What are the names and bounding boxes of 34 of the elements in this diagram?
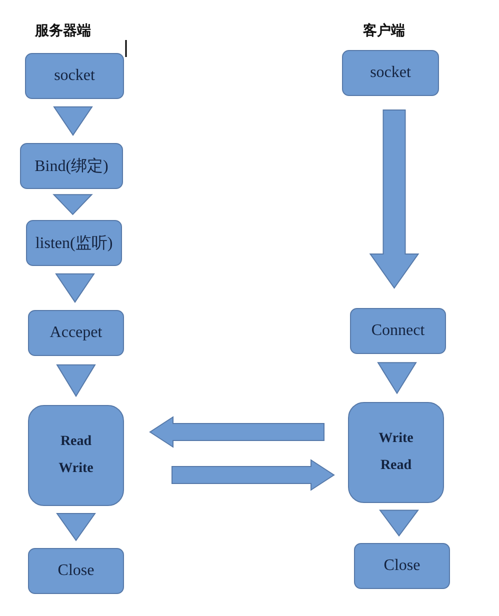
- arrow: [55, 273, 95, 303]
- column-heading: 服务器端: [35, 22, 91, 40]
- process-box: [28, 310, 124, 356]
- box-label: Write: [378, 431, 414, 448]
- box-label: socket: [370, 64, 411, 82]
- box-label: Bind(绑定): [34, 156, 108, 176]
- process-box: [28, 548, 124, 594]
- arrow: [52, 194, 93, 216]
- process-box: [342, 50, 439, 96]
- box-label: Read: [380, 458, 412, 474]
- arrow: [53, 106, 93, 136]
- block-arrow: [369, 110, 420, 289]
- box-label: Close: [58, 562, 94, 580]
- process-box: [354, 543, 450, 589]
- block-arrow: [172, 459, 335, 491]
- box-label: Write: [58, 460, 94, 477]
- process-box: [25, 53, 124, 99]
- box-label: Close: [384, 557, 420, 575]
- process-box: [350, 308, 446, 354]
- process-box: [26, 220, 122, 266]
- arrow: [379, 510, 419, 537]
- block-arrow: [149, 416, 324, 448]
- arrow: [56, 364, 96, 398]
- column-heading: 客户端: [363, 22, 405, 40]
- process-box: [20, 143, 123, 189]
- box-label: socket: [54, 67, 95, 85]
- arrow: [56, 513, 96, 542]
- box-label: Read: [60, 434, 92, 450]
- arrow: [377, 362, 417, 394]
- process-box: [28, 405, 124, 506]
- process-box: [348, 402, 444, 503]
- box-label: Connect: [371, 322, 425, 340]
- box-label: listen(监听): [35, 234, 113, 254]
- box-label: Accepet: [50, 324, 102, 342]
